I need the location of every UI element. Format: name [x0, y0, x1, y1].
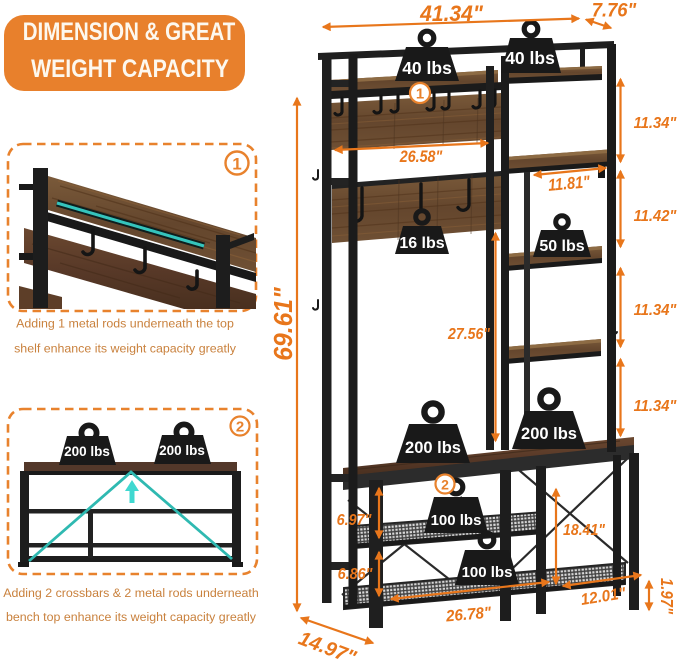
svg-text:50 lbs: 50 lbs — [539, 238, 584, 255]
svg-text:27.56": 27.56" — [447, 325, 491, 343]
svg-text:14.97": 14.97" — [295, 627, 359, 663]
svg-text:26.78": 26.78" — [444, 604, 492, 625]
svg-text:2: 2 — [441, 477, 449, 493]
svg-text:bench top enhance its weight c: bench top enhance its weight capacity gr… — [6, 610, 257, 624]
svg-text:Adding 2 crossbars & 2 metal r: Adding 2 crossbars & 2 metal rods undern… — [3, 586, 259, 600]
svg-text:18.41": 18.41" — [563, 521, 606, 539]
svg-text:shelf enhance its weight capac: shelf enhance its weight capacity greatl… — [14, 342, 237, 356]
svg-text:WEIGHT CAPACITY: WEIGHT CAPACITY — [31, 54, 229, 82]
svg-text:7.76": 7.76" — [592, 0, 638, 21]
svg-text:41.34": 41.34" — [419, 1, 484, 27]
svg-text:40 lbs: 40 lbs — [402, 58, 452, 78]
svg-text:16 lbs: 16 lbs — [399, 235, 444, 252]
svg-text:100 lbs: 100 lbs — [431, 512, 482, 529]
svg-text:11.81": 11.81" — [547, 173, 591, 195]
svg-text:200 lbs: 200 lbs — [159, 443, 205, 458]
svg-text:200 lbs: 200 lbs — [521, 425, 577, 443]
svg-text:11.42": 11.42" — [634, 207, 677, 225]
svg-text:200 lbs: 200 lbs — [64, 444, 110, 459]
svg-text:2: 2 — [236, 419, 244, 436]
svg-text:Adding 1 metal rods underneath: Adding 1 metal rods underneath the top — [16, 317, 234, 331]
svg-text:6.86": 6.86" — [338, 565, 374, 583]
svg-text:DIMENSION & GREAT: DIMENSION & GREAT — [23, 17, 236, 45]
svg-text:1: 1 — [232, 155, 241, 174]
svg-text:69.61": 69.61" — [269, 286, 298, 360]
svg-text:40 lbs: 40 lbs — [505, 48, 555, 68]
svg-text:1.97": 1.97" — [657, 578, 676, 614]
svg-text:6.97": 6.97" — [337, 511, 373, 529]
svg-text:11.34": 11.34" — [634, 301, 677, 319]
svg-text:11.34": 11.34" — [634, 397, 677, 415]
svg-text:26.58": 26.58" — [399, 148, 443, 166]
svg-text:11.34": 11.34" — [634, 114, 677, 132]
svg-text:200 lbs: 200 lbs — [405, 439, 461, 457]
svg-text:100 lbs: 100 lbs — [462, 564, 513, 581]
svg-text:1: 1 — [416, 86, 424, 103]
